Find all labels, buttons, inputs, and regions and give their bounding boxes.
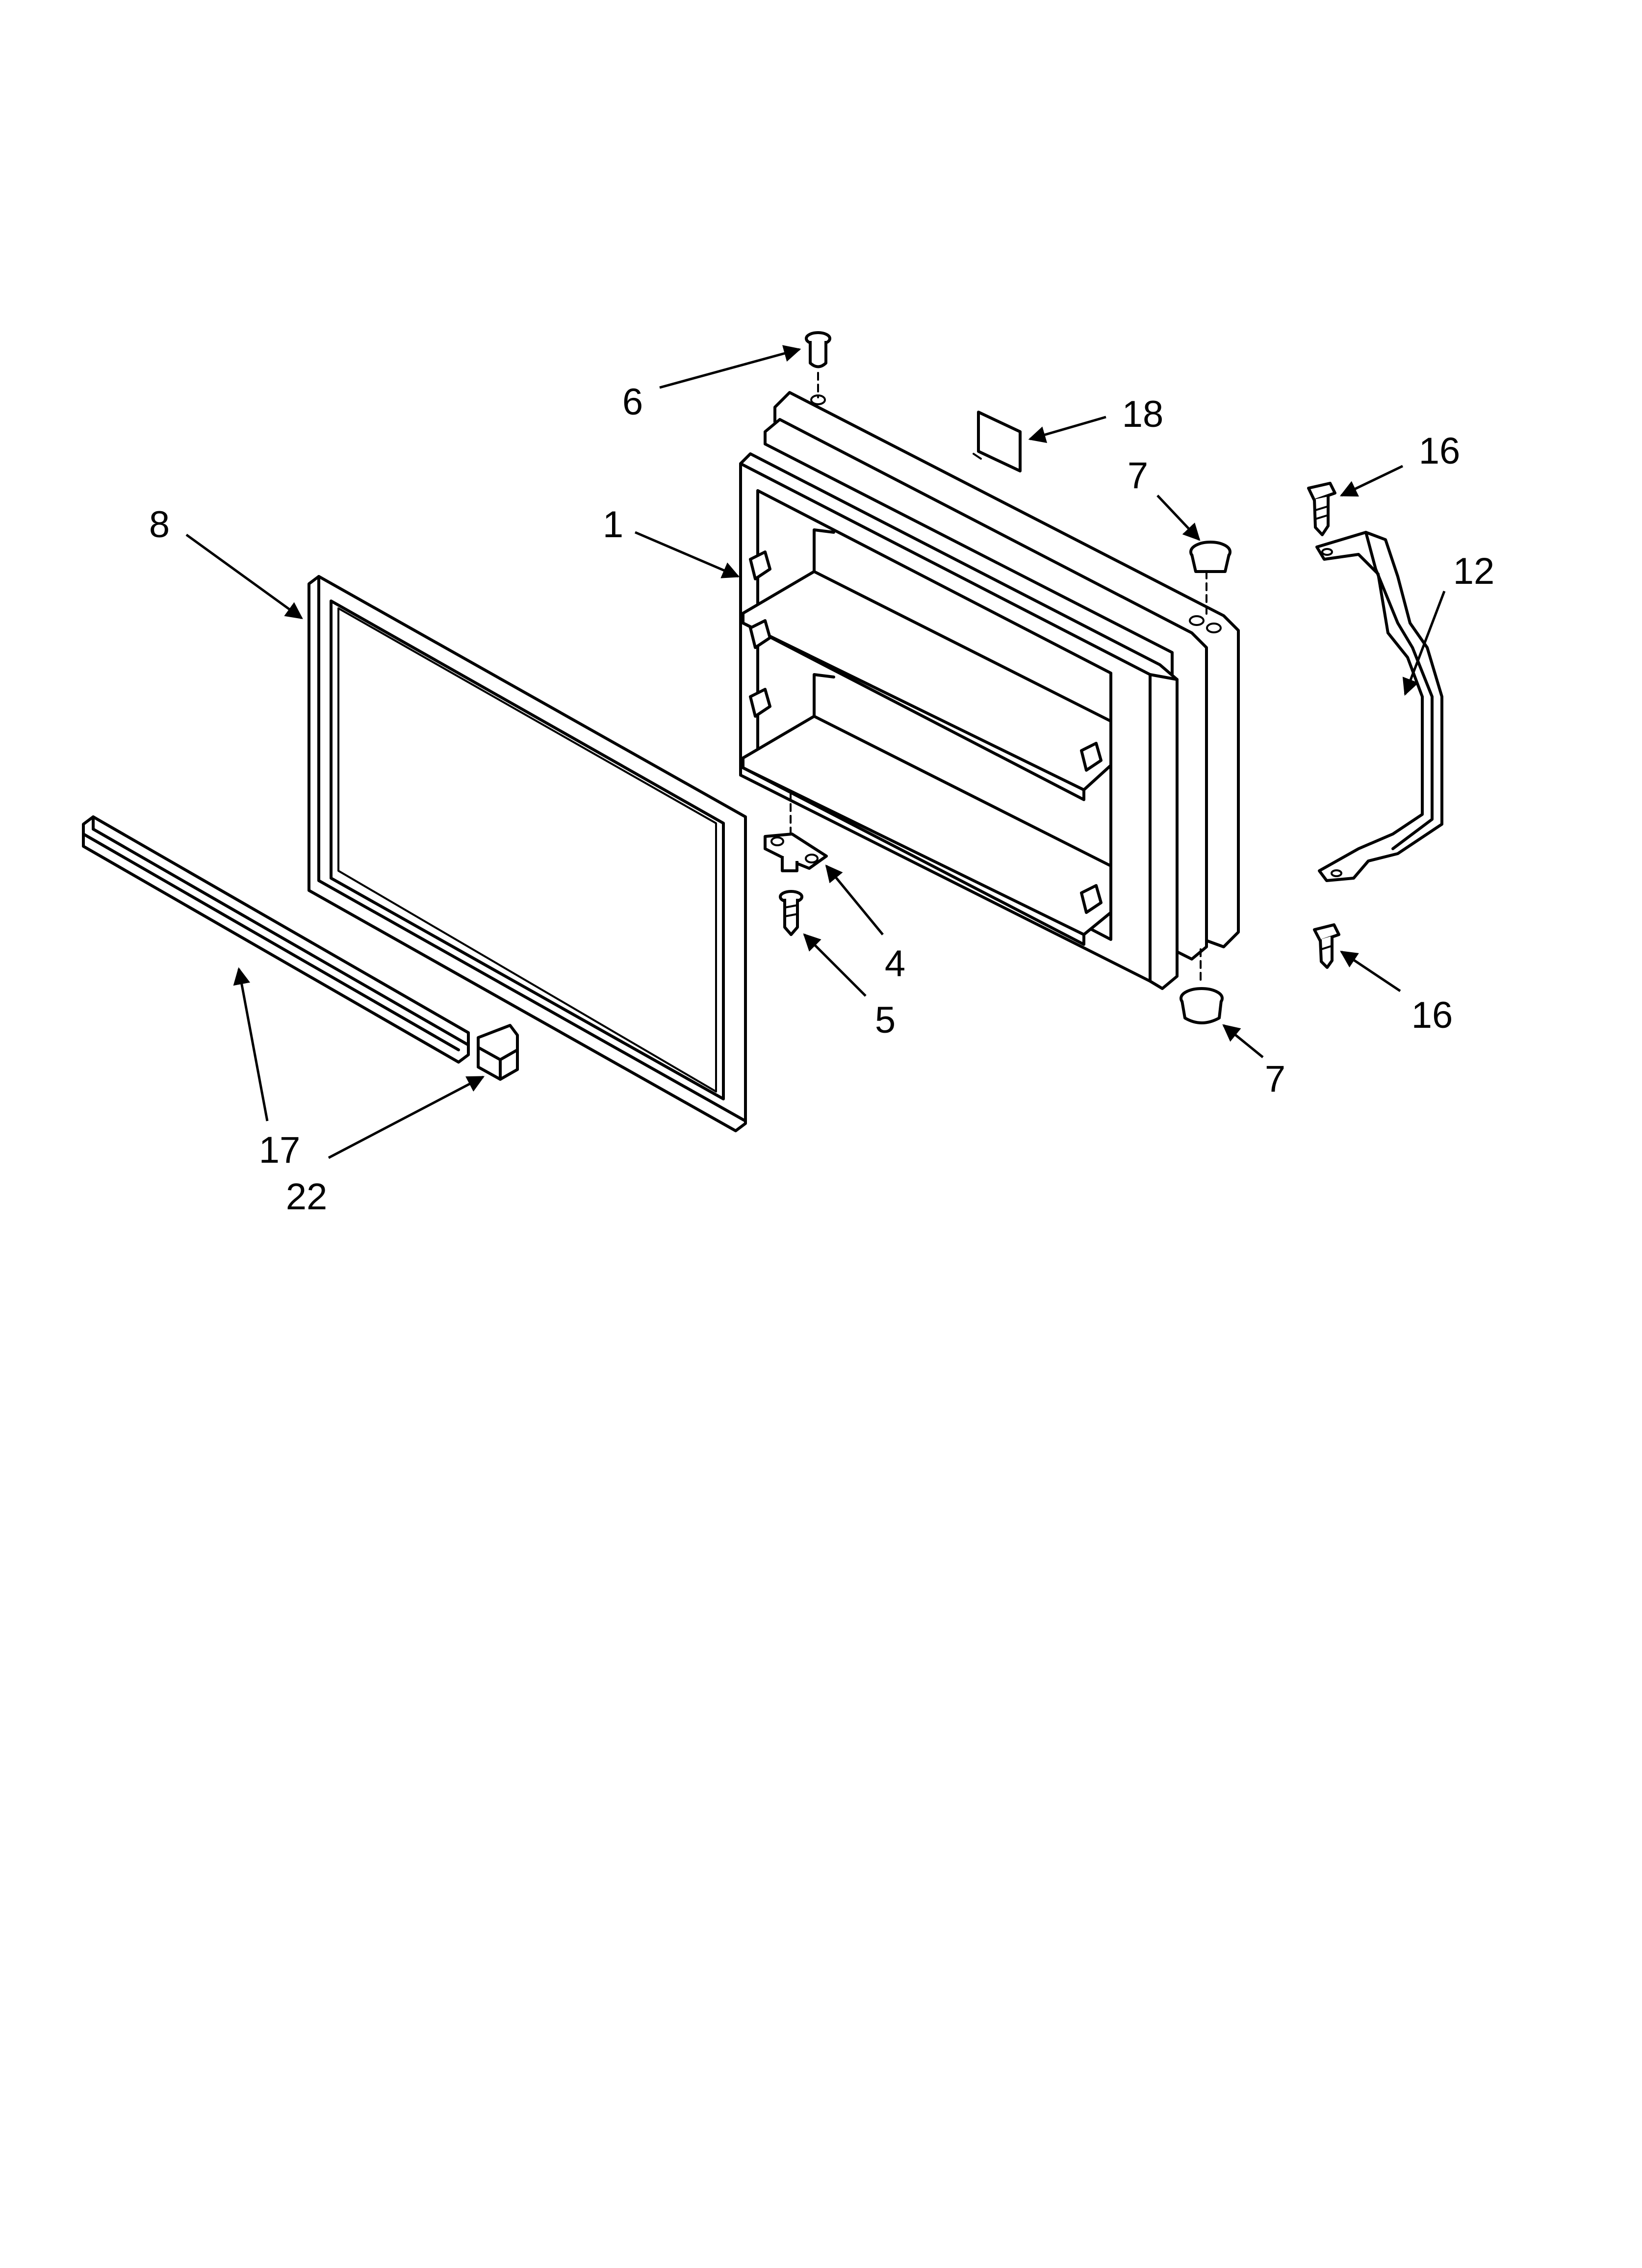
callout-6: 6	[622, 381, 643, 423]
door-handle-drawing	[1315, 531, 1443, 882]
hinge-screw-drawing	[779, 890, 803, 936]
hole-plug-bottom-drawing	[1180, 987, 1224, 1024]
callout-17: 17	[259, 1129, 301, 1171]
hole-plug-top-drawing	[1189, 541, 1232, 573]
handle-screw-top-drawing	[1307, 482, 1336, 536]
door-trim-drawing	[82, 815, 470, 1064]
hinge-bracket-drawing	[764, 833, 828, 872]
light-label-drawing	[973, 411, 1022, 472]
freezer-door-drawing	[739, 372, 1240, 990]
callout-16-bottom: 16	[1411, 994, 1453, 1036]
callout-18: 18	[1122, 393, 1164, 435]
callout-7-bottom: 7	[1265, 1058, 1285, 1100]
callout-7-top: 7	[1128, 455, 1148, 496]
callout-5: 5	[875, 999, 896, 1041]
callout-1: 1	[603, 504, 623, 546]
handle-screw-bottom-drawing	[1313, 923, 1340, 969]
callout-16-top: 16	[1419, 430, 1461, 472]
trim-end-cap-drawing	[477, 1024, 519, 1081]
callout-8: 8	[149, 504, 170, 546]
door-gasket-drawing	[308, 575, 747, 1132]
callout-4: 4	[885, 943, 905, 985]
callout-12: 12	[1453, 550, 1495, 592]
hinge-pin-drawing	[805, 331, 831, 368]
callout-22: 22	[286, 1176, 328, 1218]
